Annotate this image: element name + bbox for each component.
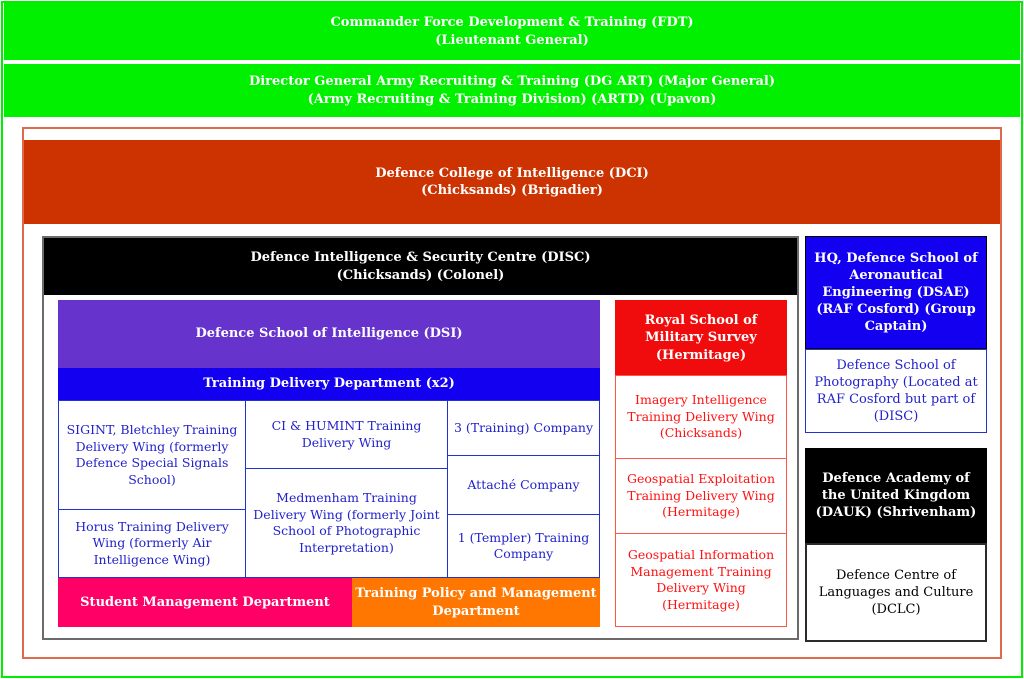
- rsms-header-label: Royal School of Military Survey (Hermita…: [644, 313, 758, 363]
- disc-line2: (Chicksands) (Colonel): [336, 267, 505, 283]
- tpmd-label: Training Policy and Management Departmen…: [355, 586, 597, 619]
- disc-line1: Defence Intelligence & Security Centre (…: [250, 250, 591, 266]
- tdd-header: Training Delivery Department (x2): [58, 368, 600, 400]
- dauk-label: Defence Academy of the United Kingdom (D…: [815, 470, 977, 521]
- dsi-header-label: Defence School of Intelligence (DSI): [195, 326, 463, 342]
- rsms-header: Royal School of Military Survey (Hermita…: [615, 300, 787, 376]
- student-management-department: Student Management Department: [58, 578, 352, 627]
- dsi-header: Defence School of Intelligence (DSI): [58, 300, 600, 368]
- wing-horus: Horus Training Delivery Wing (formerly A…: [58, 509, 246, 578]
- banner-dg-art: Director General Army Recruiting & Train…: [4, 64, 1020, 117]
- banner-fdt-line2: (Lieutenant General): [435, 32, 589, 48]
- dauk-box: Defence Academy of the United Kingdom (D…: [805, 448, 987, 543]
- dclc-box: Defence Centre of Languages and Culture …: [805, 543, 987, 642]
- banner-dgart-line1: Director General Army Recruiting & Train…: [248, 74, 776, 90]
- wing-medmenham: Medmenham Training Delivery Wing (former…: [245, 468, 448, 578]
- wing-ci-humint: CI & HUMINT Training Delivery Wing: [245, 400, 448, 469]
- rsms-geo-information-label: Geospatial Information Management Traini…: [627, 547, 775, 612]
- rsms-geo-exploitation-label: Geospatial Exploitation Training Deliver…: [627, 471, 775, 520]
- company-attache-label: Attaché Company: [467, 476, 580, 492]
- rsms-geospatial-information-wing: Geospatial Information Management Traini…: [615, 533, 787, 627]
- wing-sigint-bletchley: SIGINT, Bletchley Training Delivery Wing…: [58, 400, 246, 510]
- rsms-imagery-label: Imagery Intelligence Training Delivery W…: [627, 392, 775, 441]
- wing-ci-humint-label: CI & HUMINT Training Delivery Wing: [271, 418, 422, 450]
- banner-fdt-line1: Commander Force Development & Training (…: [330, 15, 694, 31]
- disc-banner: Defence Intelligence & Security Centre (…: [44, 238, 797, 295]
- wing-medmenham-label: Medmenham Training Delivery Wing (former…: [253, 490, 440, 555]
- smd-label: Student Management Department: [80, 594, 330, 610]
- dci-banner: Defence College of Intelligence (DCI) (C…: [24, 140, 1000, 224]
- dclc-label: Defence Centre of Languages and Culture …: [818, 567, 974, 618]
- rsms-geospatial-exploitation-wing: Geospatial Exploitation Training Deliver…: [615, 458, 787, 534]
- company-templer: 1 (Templer) Training Company: [447, 514, 600, 578]
- training-policy-management-department: Training Policy and Management Departmen…: [352, 578, 600, 627]
- rsms-imagery-wing: Imagery Intelligence Training Delivery W…: [615, 375, 787, 459]
- tdd-header-label: Training Delivery Department (x2): [203, 376, 455, 392]
- defence-school-of-photography-box: Defence School of Photography (Located a…: [805, 349, 987, 433]
- company-templer-label: 1 (Templer) Training Company: [457, 529, 590, 562]
- wing-sigint-label: SIGINT, Bletchley Training Delivery Wing…: [66, 422, 238, 487]
- wing-horus-label: Horus Training Delivery Wing (formerly A…: [75, 518, 229, 567]
- dsae-hq-box: HQ, Defence School of Aeronautical Engin…: [805, 236, 987, 349]
- photography-label: Defence School of Photography (Located a…: [814, 357, 978, 425]
- company-attache: Attaché Company: [447, 455, 600, 515]
- dci-line2: (Chicksands) (Brigadier): [421, 183, 603, 198]
- company-3-label: 3 (Training) Company: [453, 419, 594, 435]
- dci-line1: Defence College of Intelligence (DCI): [375, 165, 649, 181]
- banner-dgart-line2: (Army Recruiting & Training Division) (A…: [307, 91, 717, 107]
- company-3-training: 3 (Training) Company: [447, 400, 600, 456]
- banner-commander-fdt: Commander Force Development & Training (…: [4, 3, 1020, 60]
- dsae-label: HQ, Defence School of Aeronautical Engin…: [814, 250, 978, 335]
